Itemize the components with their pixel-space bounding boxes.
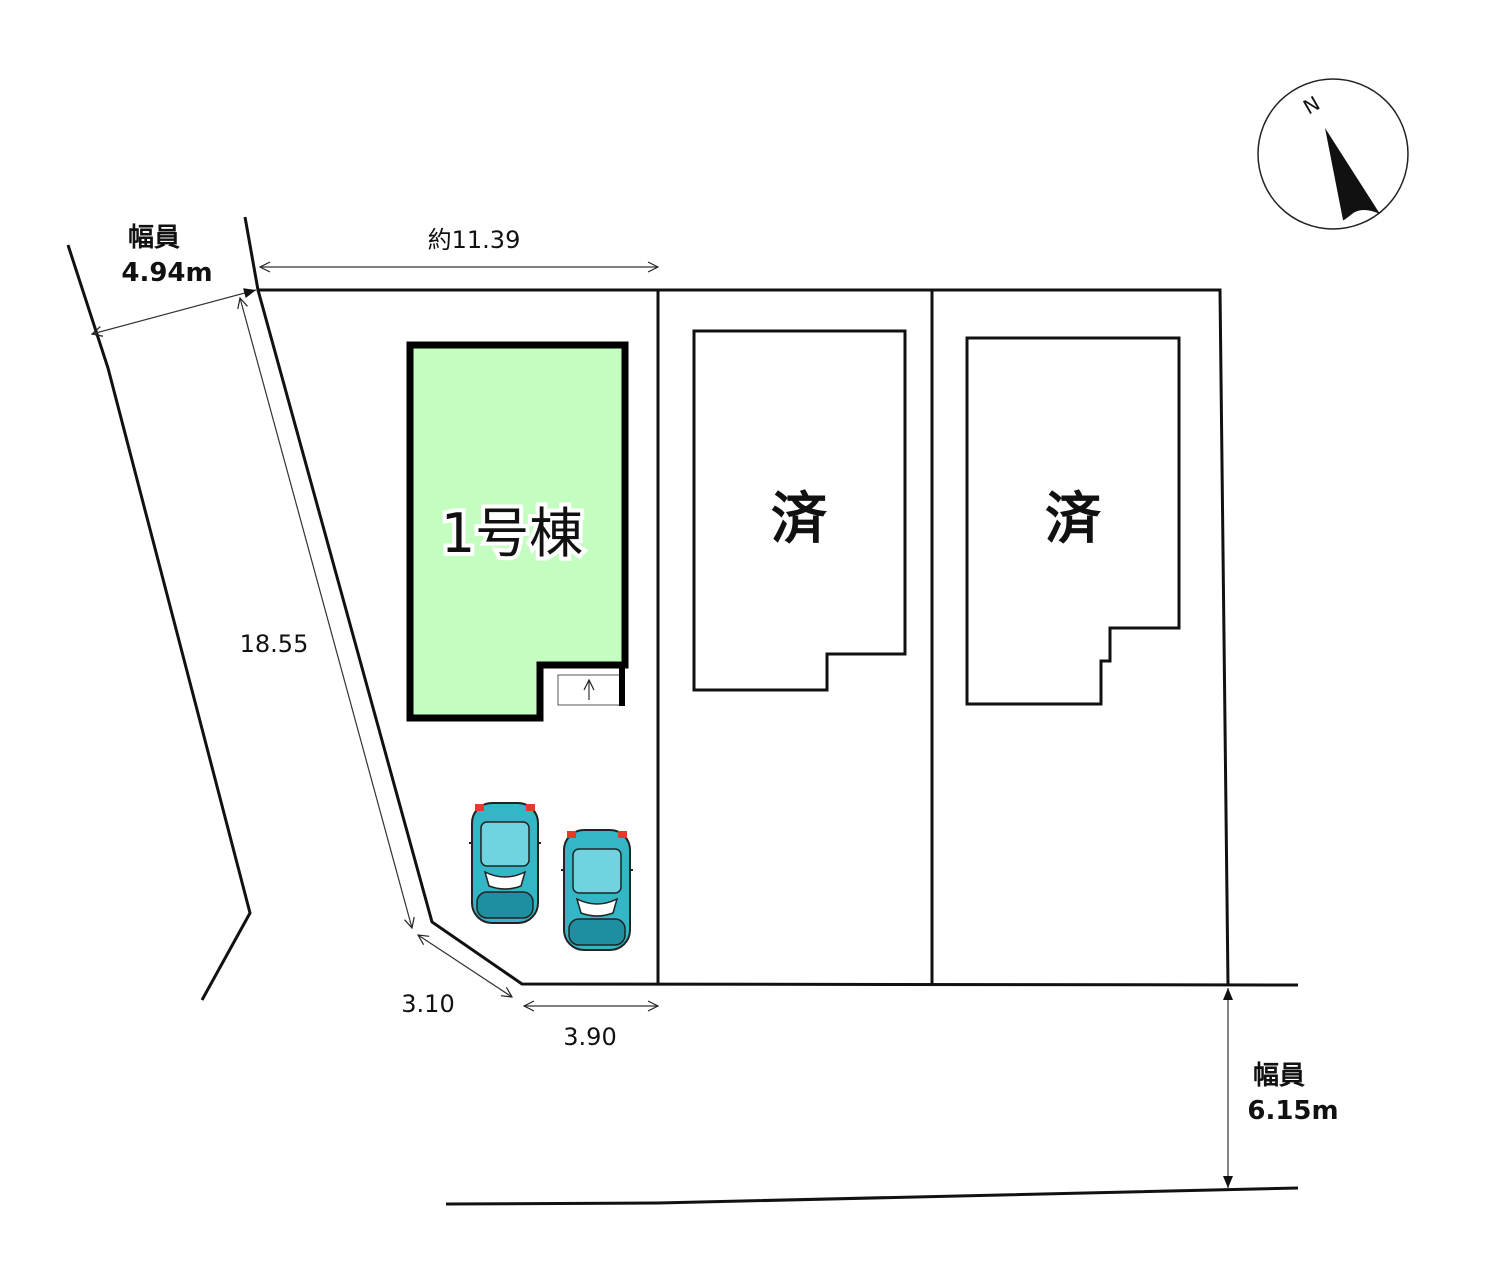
west-road-width-line — [92, 290, 257, 334]
lot3-building: 済 — [965, 336, 1181, 706]
parking-area — [468, 802, 634, 951]
lot1-label: 1号棟 — [441, 502, 583, 565]
north-frontage-dimension: 約11.39 — [428, 226, 521, 254]
corner-cut-dimension-line — [418, 935, 512, 997]
west-road-edge — [66, 244, 252, 1001]
west-road-width: 4.94m — [121, 258, 212, 288]
south-road-label: 幅員 — [1253, 1061, 1305, 1091]
west-side-dimension-line — [240, 298, 412, 928]
corner-cut-dimension: 3.10 — [401, 990, 454, 1018]
lot2-footprint — [692, 329, 907, 692]
lot1-building: 1号棟 — [406, 341, 629, 722]
north-arrow-icon — [1325, 128, 1380, 221]
south-frontage-dimension: 3.90 — [563, 1023, 616, 1051]
car-icon — [560, 829, 634, 951]
south-road-edge — [445, 1186, 1299, 1206]
lot3-sold-label: 済 — [1045, 487, 1102, 552]
west-side-dimension: 18.55 — [240, 630, 309, 658]
south-road-width: 6.15m — [1247, 1096, 1338, 1126]
compass: N — [1257, 78, 1409, 230]
site-boundary — [243, 216, 1230, 986]
west-road-label: 幅員 — [128, 223, 180, 253]
car-icon — [468, 802, 542, 924]
lot2-sold-label: 済 — [771, 487, 828, 552]
lot2-building: 済 — [692, 329, 907, 692]
lot3-footprint — [965, 336, 1181, 706]
